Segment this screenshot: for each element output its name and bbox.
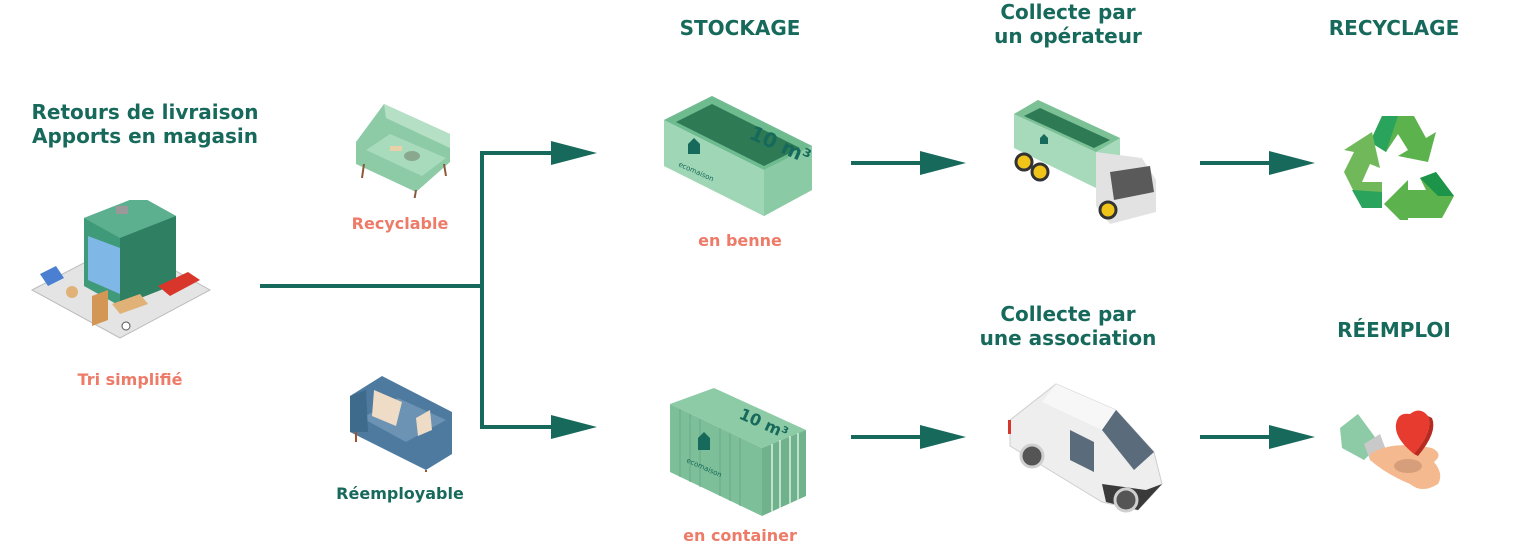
collect-association-title-line2: une association bbox=[979, 326, 1157, 350]
arrow-head-icon bbox=[551, 141, 597, 165]
storage-title: STOCKAGE bbox=[679, 16, 801, 40]
collect-operator-title: Collecte par un opérateur bbox=[960, 0, 1176, 48]
source-title-line2: Apports en magasin bbox=[31, 124, 259, 148]
source-title-line1: Retours de livraison bbox=[31, 100, 259, 124]
collect-association-title-line1: Collecte par bbox=[1000, 302, 1136, 326]
van-icon bbox=[1008, 383, 1163, 513]
blue-sofa-icon bbox=[350, 376, 452, 472]
source-title: Retours de livraison Apports en magasin bbox=[10, 100, 280, 148]
category-recyclable: Recyclable bbox=[351, 214, 449, 233]
reuse-title: RÉEMPLOI bbox=[1337, 318, 1451, 342]
arrow-head-icon bbox=[920, 151, 966, 175]
collect-operator-title-line2: un opérateur bbox=[994, 24, 1142, 48]
source-caption: Tri simplifié bbox=[77, 370, 183, 389]
hand-heart-icon bbox=[1340, 410, 1441, 489]
dump-truck-icon bbox=[1014, 100, 1156, 224]
arrow-head-icon bbox=[1269, 425, 1315, 449]
collect-operator-title-line1: Collecte par bbox=[1000, 0, 1136, 24]
dumpster-icon: 10 m³ ecomaison bbox=[664, 96, 815, 216]
arrow-head-icon bbox=[551, 415, 597, 439]
store-icon bbox=[30, 200, 212, 339]
recycling-title: RECYCLAGE bbox=[1328, 16, 1460, 40]
storage-benne-caption: en benne bbox=[698, 231, 782, 250]
arrow-head-icon bbox=[920, 425, 966, 449]
shipping-container-icon: 10 m³ ecomaison bbox=[670, 388, 806, 516]
storage-container-caption: en container bbox=[683, 526, 797, 545]
arrow-head-icon bbox=[1269, 151, 1315, 175]
recycle-icon bbox=[1344, 116, 1454, 220]
collect-association-title: Collecte par une association bbox=[958, 302, 1178, 350]
category-reemployable: Réemployable bbox=[336, 484, 464, 503]
worn-sofa-icon bbox=[356, 104, 450, 198]
